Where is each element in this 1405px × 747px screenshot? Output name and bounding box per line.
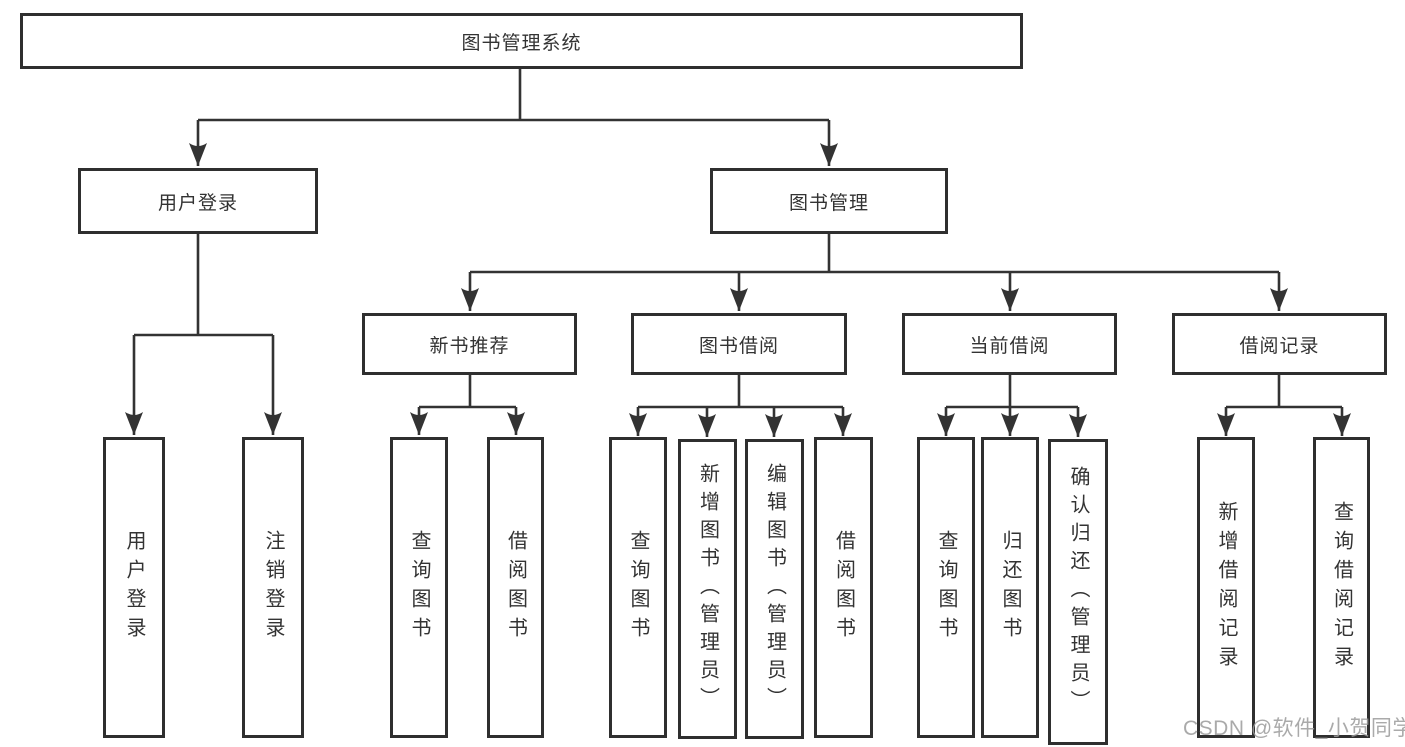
- leaf-logout: 注销登录: [242, 437, 304, 738]
- leaf-add-books-admin: 新增图书（管理员）: [678, 439, 737, 739]
- node-label: 图书管理: [788, 192, 869, 214]
- node-label: 用户登录: [123, 529, 145, 646]
- node-label: 确认归还（管理员）: [1067, 466, 1089, 718]
- node-new-book-recommend: 新书推荐: [362, 313, 577, 375]
- node-label: 借阅记录: [1239, 335, 1320, 357]
- node-label: 注销登录: [262, 529, 284, 646]
- node-label: 查询借阅记录: [1330, 500, 1353, 675]
- connector-new-book-to-children: [410, 375, 525, 435]
- node-borrowing-records: 借阅记录: [1172, 313, 1387, 375]
- leaf-query-books-borrow: 查询图书: [609, 437, 667, 738]
- node-label: 编辑图书（管理员）: [763, 463, 786, 715]
- node-label: 借阅图书: [504, 529, 527, 646]
- node-book-borrowing: 图书借阅: [631, 313, 847, 375]
- leaf-query-books-recommend: 查询图书: [390, 437, 448, 738]
- node-label: 归还图书: [999, 529, 1021, 646]
- leaf-return-books: 归还图书: [981, 437, 1039, 738]
- node-book-management: 图书管理: [710, 168, 948, 234]
- connector-user-login-to-children: [125, 234, 282, 435]
- node-user-login: 用户登录: [78, 168, 318, 234]
- leaf-edit-books-admin: 编辑图书（管理员）: [745, 439, 804, 739]
- node-label: 新增图书（管理员）: [696, 463, 719, 715]
- connector-root-to-level2: [189, 69, 838, 166]
- leaf-user-login: 用户登录: [103, 437, 165, 738]
- node-label: 新增借阅记录: [1215, 500, 1237, 675]
- csdn-watermark: CSDN @软件_小贺同学: [1183, 717, 1405, 740]
- connector-borrow-record-to-children: [1217, 375, 1351, 436]
- connector-book-management-to-children: [461, 234, 1288, 311]
- connector-current-borrow-to-children: [937, 375, 1087, 437]
- node-label: 查询图书: [935, 529, 957, 646]
- node-label: 查询图书: [627, 529, 649, 646]
- leaf-query-borrow-record: 查询借阅记录: [1313, 437, 1370, 738]
- node-current-borrowing: 当前借阅: [902, 313, 1117, 375]
- node-label: 借阅图书: [832, 529, 855, 646]
- leaf-borrow-books-recommend: 借阅图书: [487, 437, 544, 738]
- node-label: 当前借阅: [969, 335, 1050, 357]
- leaf-query-books-current: 查询图书: [917, 437, 975, 738]
- node-label: 图书借阅: [698, 335, 779, 357]
- node-label: 用户登录: [157, 192, 238, 214]
- leaf-confirm-return-admin: 确认归还（管理员）: [1048, 439, 1108, 745]
- connector-book-borrow-to-children: [629, 375, 852, 437]
- node-label: 查询图书: [408, 529, 430, 646]
- leaf-add-borrow-record: 新增借阅记录: [1197, 437, 1255, 738]
- node-library-management-system: 图书管理系统: [20, 13, 1023, 69]
- leaf-borrow-books: 借阅图书: [814, 437, 873, 738]
- node-label: 新书推荐: [429, 335, 510, 357]
- node-label: 图书管理系统: [461, 32, 582, 54]
